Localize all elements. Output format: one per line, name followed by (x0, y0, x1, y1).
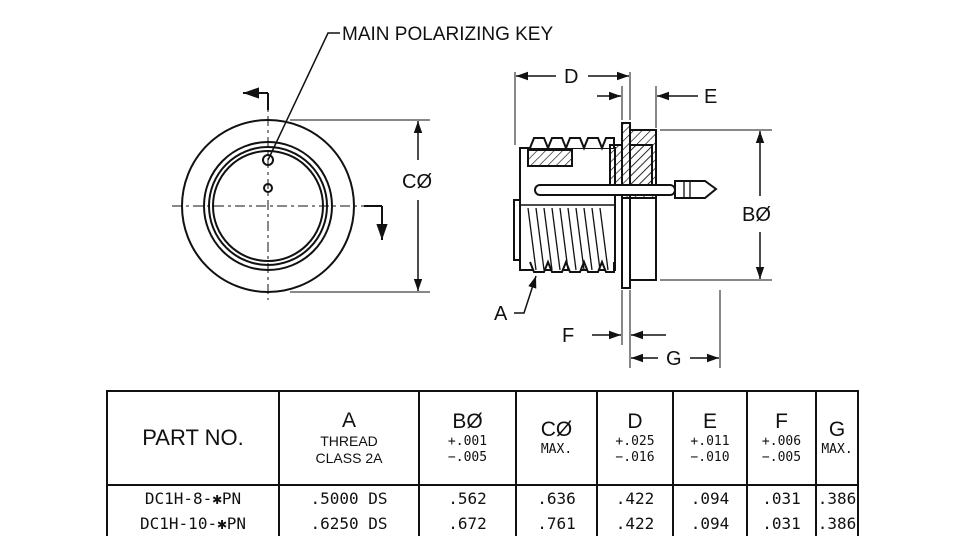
table-row: DC1H-10-✱PN .6250 DS .672 .761 .422 .094… (106, 511, 859, 536)
section-hatch-small (527, 149, 573, 167)
contact-pin (534, 184, 676, 196)
dim-e-label: E (704, 86, 717, 108)
header-g: G MAX. (815, 390, 859, 486)
cell-g: .386 (815, 484, 859, 511)
cell-part-no: DC1H-8-✱PN (106, 484, 280, 511)
a-leader (514, 275, 537, 314)
cell-g: .386 (815, 511, 859, 536)
cell-f: .031 (746, 511, 817, 536)
side-view (513, 122, 718, 289)
dim-a-label: A (494, 303, 508, 325)
cell-f: .031 (746, 484, 817, 511)
table-row: DC1H-8-✱PN .5000 DS .562 .636 .422 .094 … (106, 484, 859, 511)
header-c: CØ MAX. (515, 390, 598, 486)
cell-d: .422 (596, 511, 674, 536)
header-b: BØ +.001 −.005 (418, 390, 517, 486)
cell-b: .672 (418, 511, 517, 536)
cell-d: .422 (596, 484, 674, 511)
cell-c: .636 (515, 484, 598, 511)
dim-c-label: CØ (402, 171, 432, 193)
contact-tail (674, 180, 718, 199)
cell-a: .5000 DS (278, 484, 420, 511)
header-a: A THREAD CLASS 2A (278, 390, 420, 486)
header-d: D +.025 −.016 (596, 390, 674, 486)
technical-drawing: MAIN POLARIZING KEY CØ (172, 24, 772, 370)
cell-b: .562 (418, 484, 517, 511)
thread-lip (513, 199, 521, 261)
dim-b-label: BØ (742, 204, 771, 226)
thread-lines (527, 207, 609, 271)
cell-c: .761 (515, 511, 598, 536)
header-part-no: PART NO. (106, 390, 280, 486)
dim-g-label: G (666, 348, 682, 370)
dim-f-label: F (562, 325, 574, 347)
table-header-row: PART NO. A THREAD CLASS 2A BØ +.001 −.00… (106, 390, 859, 486)
cell-part-no: DC1H-10-✱PN (106, 511, 280, 536)
main-key-label: MAIN POLARIZING KEY (342, 24, 553, 45)
header-e: E +.011 −.010 (672, 390, 748, 486)
side-dimensions (514, 71, 772, 368)
header-f: F +.006 −.005 (746, 390, 817, 486)
cell-e: .094 (672, 511, 748, 536)
main-key-leader (267, 32, 340, 161)
spec-table: PART NO. A THREAD CLASS 2A BØ +.001 −.00… (106, 390, 859, 536)
cell-a: .6250 DS (278, 511, 420, 536)
dim-d-label: D (564, 66, 578, 88)
thread-teeth-top (529, 137, 615, 151)
cell-e: .094 (672, 484, 748, 511)
front-view (172, 32, 430, 300)
